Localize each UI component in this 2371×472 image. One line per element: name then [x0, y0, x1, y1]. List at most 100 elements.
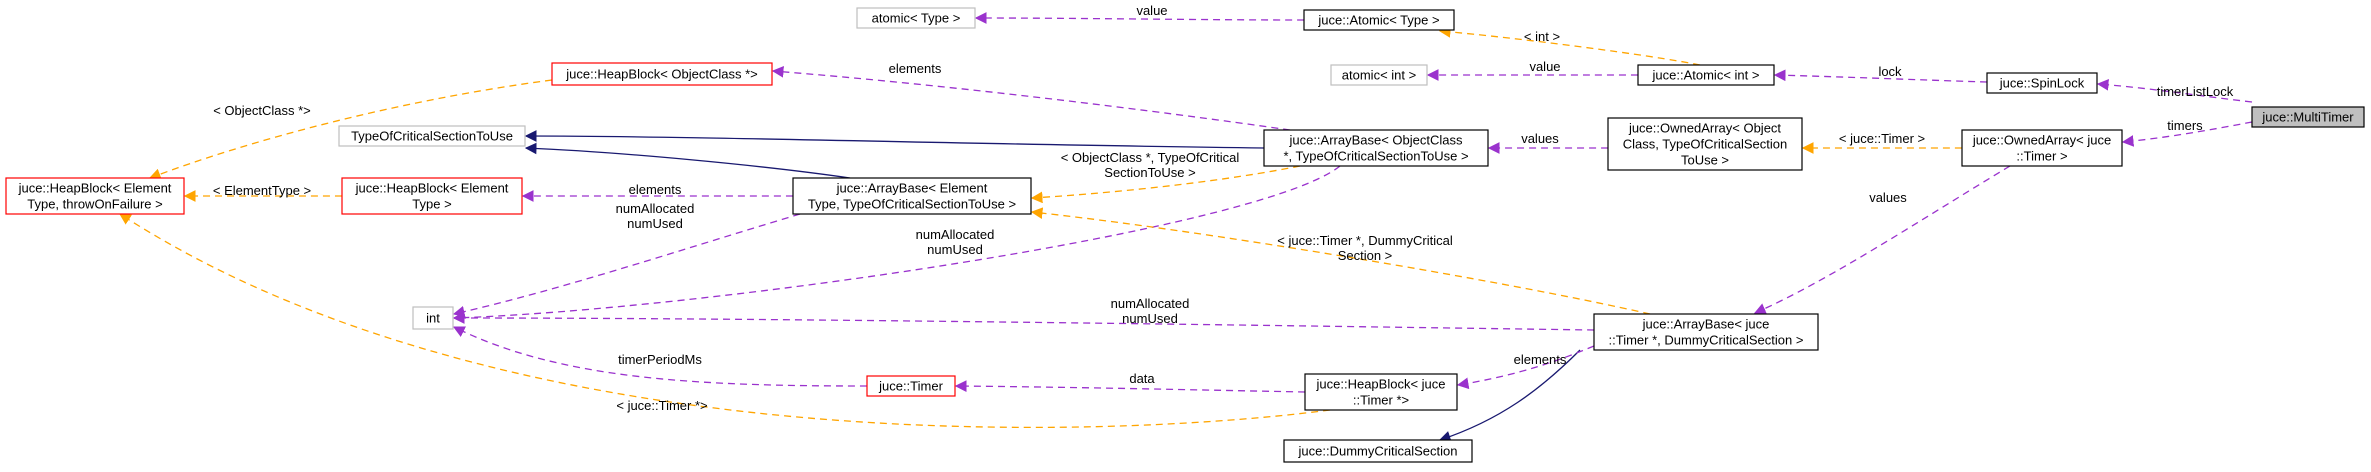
edge-line	[1438, 349, 1581, 443]
node-arraybase-elem[interactable]: juce::ArrayBase< ElementType, TypeOfCrit…	[792, 177, 1032, 215]
node-box	[412, 306, 454, 330]
edge-line	[524, 142, 851, 179]
edge-value-int: value	[1426, 59, 1638, 81]
edge-label: < juce::Timer *>	[616, 398, 707, 413]
node-label: juce::HeapBlock< Element	[355, 181, 509, 196]
node-label: juce::HeapBlock< Element	[18, 181, 172, 196]
edge-line	[1773, 69, 1988, 83]
node-heapblock-timer[interactable]: juce::HeapBlock< juce::Timer *>	[1304, 373, 1458, 411]
node-label: ::Timer >	[2016, 149, 2067, 164]
node-box	[792, 177, 1032, 215]
node-std-atomic-type[interactable]: atomic< Type >	[856, 7, 976, 29]
node-heapblock-objclass[interactable]: juce::HeapBlock< ObjectClass *>	[551, 62, 773, 86]
edge-lock: lock	[1773, 64, 1988, 83]
edge-timer-ptr-tmpl: < juce::Timer *>	[119, 213, 1331, 429]
node-heapblock-generic[interactable]: juce::HeapBlock< ElementType, throwOnFai…	[5, 177, 185, 215]
node-box	[866, 375, 956, 397]
node-label: juce::HeapBlock< juce	[1316, 377, 1446, 392]
edge-label: timerPeriodMs	[618, 352, 702, 367]
node-box	[1607, 117, 1803, 171]
edge-label: < ObjectClass *>	[213, 103, 311, 118]
edge-label: < ElementType >	[213, 183, 311, 198]
node-label: *, TypeOfCriticalSectionToUse >	[1283, 149, 1468, 164]
node-label: Type, throwOnFailure >	[27, 197, 162, 212]
node-box	[551, 62, 773, 86]
edge-line	[771, 65, 1291, 131]
edge-objclass-tmpl: < ObjectClass *>	[148, 79, 553, 180]
node-label: Class, TypeOfCriticalSection	[1623, 137, 1788, 152]
node-std-atomic-int[interactable]: atomic< int >	[1330, 64, 1428, 86]
node-multitimer[interactable]: juce::MultiTimer	[2251, 106, 2365, 128]
edge-timers: timers	[2121, 118, 2253, 147]
edge-label: value	[1136, 3, 1167, 18]
edge-label: numUsed	[1122, 311, 1178, 326]
node-box	[5, 177, 185, 215]
edge-label: timers	[2167, 118, 2203, 133]
edge-line	[524, 130, 1265, 149]
edge-timerPeriodMs: timerPeriodMs	[452, 326, 868, 387]
edge-label: data	[1129, 371, 1155, 386]
edge-line	[2121, 121, 2253, 147]
edge-line	[974, 12, 1305, 24]
node-label: juce::OwnedArray< Object	[1628, 121, 1781, 136]
edge-label: numAllocated	[1111, 296, 1190, 311]
node-label: atomic< Type >	[872, 11, 961, 26]
node-atomic-int[interactable]: juce::Atomic< int >	[1637, 64, 1775, 86]
node-label: int	[426, 311, 440, 326]
node-ownedarray-timer[interactable]: juce::OwnedArray< juce::Timer >	[1961, 129, 2123, 167]
node-box	[338, 125, 526, 147]
node-spinlock[interactable]: juce::SpinLock	[1986, 72, 2098, 94]
node-timer[interactable]: juce::Timer	[866, 375, 956, 397]
node-box	[1961, 129, 2123, 167]
edge-line	[1030, 165, 1301, 204]
node-label: atomic< int >	[1342, 68, 1416, 83]
edge-elements-timer: elements	[1456, 345, 1595, 390]
edge-inh3	[1438, 349, 1581, 443]
node-label: TypeOfCriticalSectionToUse	[351, 129, 513, 144]
edge-values-objclass: values	[1487, 131, 1608, 154]
edge-elements-objclass: elements	[771, 61, 1291, 131]
edge-timerListLock: timerListLock	[2096, 78, 2253, 103]
node-label: juce::ArrayBase< juce	[1642, 317, 1770, 332]
node-box	[1303, 9, 1455, 31]
node-label: ::Timer *, DummyCriticalSection >	[1609, 333, 1804, 348]
edge-line	[119, 213, 1331, 429]
edge-line	[148, 79, 553, 180]
node-ownedarray-objclass[interactable]: juce::OwnedArray< ObjectClass, TypeOfCri…	[1607, 117, 1803, 171]
edge-label: < juce::Timer *, DummyCritical	[1277, 233, 1453, 248]
node-heapblock-elemtype[interactable]: juce::HeapBlock< ElementType >	[341, 177, 523, 215]
edge-label: numAllocated	[916, 227, 995, 242]
node-arraybase-timer[interactable]: juce::ArrayBase< juce::Timer *, DummyCri…	[1593, 313, 1819, 351]
node-label: Type, TypeOfCriticalSectionToUse >	[808, 197, 1016, 212]
edge-value-type: value	[974, 3, 1305, 24]
edge-label: elements	[889, 61, 942, 76]
node-label: juce::Atomic< Type >	[1317, 13, 1439, 28]
node-dummycs[interactable]: juce::DummyCriticalSection	[1283, 439, 1473, 463]
node-label: juce::Timer	[878, 379, 943, 394]
node-box	[1304, 373, 1458, 411]
edge-label: lock	[1878, 64, 1902, 79]
edge-values-timer: values	[1753, 165, 2011, 315]
edge-data: data	[954, 371, 1306, 393]
edge-label: numUsed	[627, 216, 683, 231]
node-arraybase-objclass[interactable]: juce::ArrayBase< ObjectClass *, TypeOfCr…	[1263, 129, 1489, 167]
edge-label: elements	[1514, 352, 1567, 367]
edge-line	[452, 312, 1595, 331]
node-atomic-type[interactable]: juce::Atomic< Type >	[1303, 9, 1455, 31]
node-box	[1283, 439, 1473, 463]
node-int[interactable]: int	[412, 306, 454, 330]
edge-label: numUsed	[927, 242, 983, 257]
node-label: juce::HeapBlock< ObjectClass *>	[565, 67, 757, 82]
edge-inh1	[524, 130, 1265, 149]
node-box	[341, 177, 523, 215]
node-typeofcs[interactable]: TypeOfCriticalSectionToUse	[338, 125, 526, 147]
node-label: juce::Atomic< int >	[1652, 68, 1760, 83]
node-label: juce::SpinLock	[1999, 76, 2085, 91]
edge-line	[954, 380, 1306, 393]
edge-label: value	[1529, 59, 1560, 74]
node-label: ToUse >	[1681, 153, 1729, 168]
edge-line	[1753, 165, 2011, 315]
